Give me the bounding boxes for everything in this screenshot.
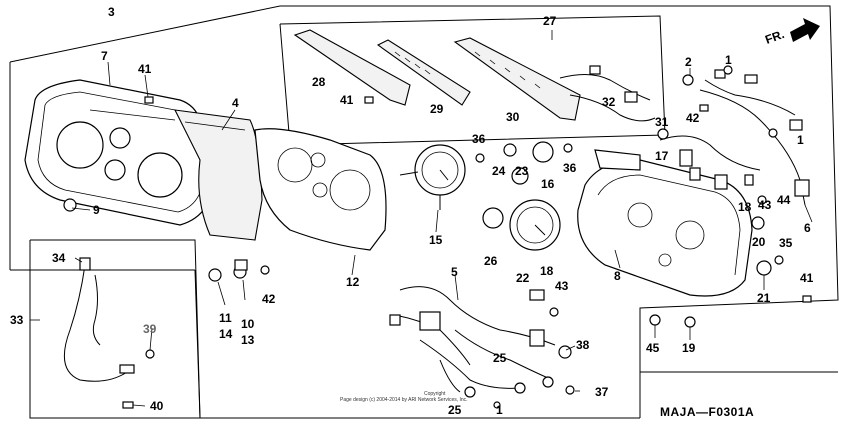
callout-10: 10 <box>241 317 255 331</box>
callout-35: 35 <box>779 236 793 250</box>
callout-43: 43 <box>758 198 772 212</box>
meter-visor-part <box>254 128 387 251</box>
callout-30: 30 <box>506 110 520 124</box>
callout-24: 24 <box>492 164 506 178</box>
callout-25b: 25 <box>448 403 462 417</box>
sub-harness-part <box>659 69 810 206</box>
indicator-strip-parts <box>293 29 581 121</box>
callout-12: 12 <box>346 275 360 289</box>
copyright-text: Page design (c) 2004-2014 by ARI Network… <box>340 397 468 403</box>
callout-15: 15 <box>429 233 443 247</box>
callout-41c: 41 <box>800 271 814 285</box>
callout-1c: 1 <box>496 403 503 417</box>
leader-lines <box>30 30 813 407</box>
callout-18b: 18 <box>540 264 554 278</box>
small-gauge-parts <box>482 141 554 229</box>
callout-38: 38 <box>576 338 590 352</box>
callout-32: 32 <box>602 95 616 109</box>
callout-41: 41 <box>138 62 152 76</box>
lamp-harness-part <box>559 65 656 122</box>
callout-1b: 1 <box>797 133 804 147</box>
meter-panel-part <box>174 109 263 241</box>
callout-8: 8 <box>614 269 621 283</box>
callout-42: 42 <box>262 292 276 306</box>
callout-44: 44 <box>777 193 791 207</box>
callout-40: 40 <box>150 399 164 413</box>
callout-41b: 41 <box>340 93 354 107</box>
callout-13: 13 <box>241 333 255 347</box>
fastener-parts <box>63 65 812 409</box>
callout-39: 39 <box>143 322 157 336</box>
copyright-notice: Copyright Page design (c) 2004-2014 by A… <box>340 391 468 403</box>
front-arrow-icon <box>790 18 820 42</box>
callout-37: 37 <box>595 385 609 399</box>
callout-9: 9 <box>93 203 100 217</box>
callout-2: 2 <box>685 55 692 69</box>
callout-36b: 36 <box>563 161 577 175</box>
callout-28: 28 <box>312 75 326 89</box>
callout-31: 31 <box>655 115 669 129</box>
callout-19: 19 <box>682 341 696 355</box>
callout-6: 6 <box>804 221 811 235</box>
meter-case-part <box>24 79 216 226</box>
callout-45: 45 <box>646 341 660 355</box>
callout-18: 18 <box>738 200 752 214</box>
speedometer-unit-part <box>509 199 561 251</box>
callout-23: 23 <box>515 164 529 178</box>
callout-3: 3 <box>108 5 115 19</box>
main-wire-harness-part <box>389 286 572 398</box>
callout-25: 25 <box>493 351 507 365</box>
callout-14: 14 <box>219 327 233 341</box>
callout-22: 22 <box>516 271 530 285</box>
callout-33: 33 <box>10 313 24 327</box>
callout-20: 20 <box>752 235 766 249</box>
callout-26: 26 <box>484 254 498 268</box>
callout-21: 21 <box>757 291 771 305</box>
diagram-code: MAJA—F0301A <box>660 405 754 419</box>
callout-36: 36 <box>472 132 486 146</box>
speedometer-cable-part <box>63 257 135 382</box>
callout-5: 5 <box>451 265 458 279</box>
callout-29: 29 <box>430 102 444 116</box>
callout-1a: 1 <box>725 53 732 67</box>
callout-27: 27 <box>543 14 557 28</box>
meter-housing-part <box>577 149 753 297</box>
tachometer-unit-part <box>399 144 466 210</box>
callout-16: 16 <box>541 177 555 191</box>
callout-labels: 3 7 41 4 9 12 11 14 10 13 42 34 33 39 40… <box>10 5 814 417</box>
sockets-parts <box>208 259 248 282</box>
callout-11: 11 <box>219 311 232 325</box>
callout-7: 7 <box>101 49 108 63</box>
front-direction-indicator: FR. <box>763 18 820 47</box>
callout-42b: 42 <box>686 111 700 125</box>
direction-label: FR. <box>763 27 786 47</box>
callout-17: 17 <box>655 149 669 163</box>
callout-34: 34 <box>52 251 66 265</box>
callout-4: 4 <box>232 96 239 110</box>
copyright-title: Copyright <box>424 391 446 397</box>
callout-43b: 43 <box>555 279 569 293</box>
